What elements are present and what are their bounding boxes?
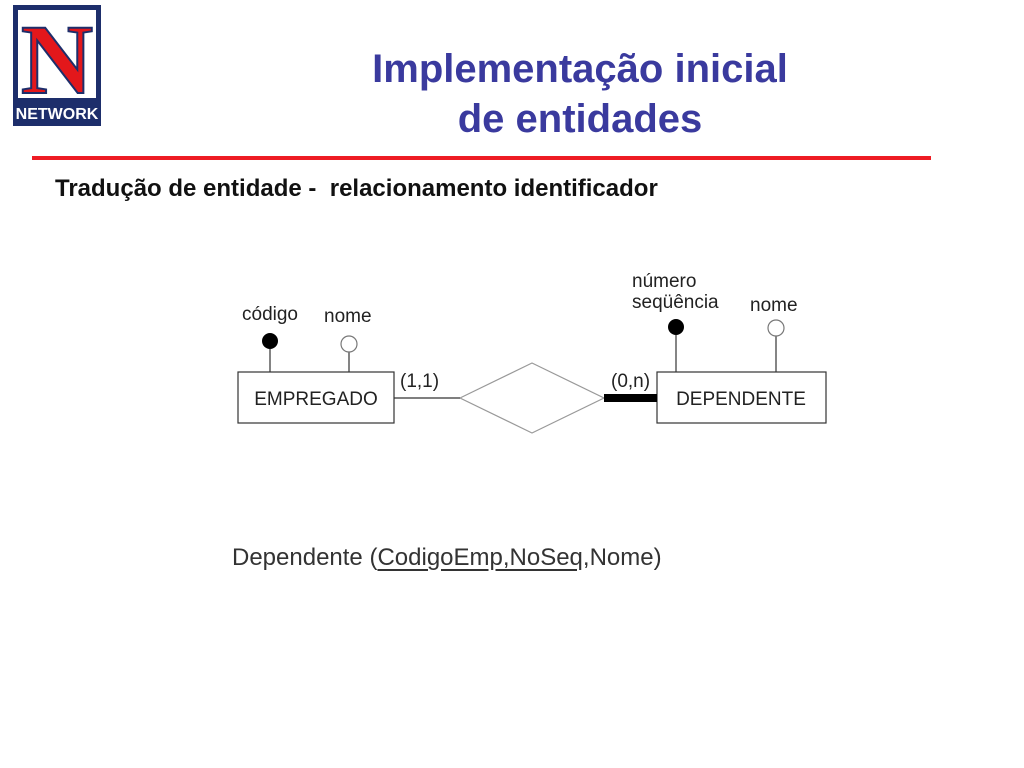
entity-dependente-box [656, 371, 827, 424]
attr-numero-seq-identifier-dot [668, 319, 684, 335]
network-logo: N NETWORK [13, 5, 101, 126]
attr-numero-seq-label-line-2: seqüência [632, 292, 719, 313]
title-line-1: Implementação inicial [372, 47, 788, 91]
attr-codigo-identifier-dot [262, 333, 278, 349]
attr-codigo-label: código [242, 304, 298, 325]
title-line-2: de entidades [457, 97, 703, 141]
slide-title: Implementação inicial de entidades [280, 44, 880, 144]
title-divider [32, 156, 931, 160]
schema-open: ( [362, 544, 378, 571]
attr-dependente-nome-dot [767, 319, 785, 337]
attr-numero-seq-label-line-1: número [632, 271, 696, 292]
schema-rest: ,Nome) [582, 544, 662, 571]
relational-schema: Dependente (CodigoEmp,NoSeq,Nome) [232, 544, 662, 572]
logo-inner [18, 10, 96, 98]
schema-relation-name: Dependente [232, 544, 363, 571]
attr-empregado-nome-label: nome [324, 306, 372, 327]
relationship-diamond [458, 362, 606, 434]
entity-dependente-label: DEPENDENTE [676, 389, 806, 410]
schema-primary-key: CodigoEmp,NoSeq [377, 544, 583, 571]
entity-empregado-label: EMPREGADO [254, 389, 378, 410]
cardinality-dependente: (0,n) [611, 371, 650, 392]
cardinality-empregado: (1,1) [400, 371, 439, 392]
attr-dependente-nome-label: nome [750, 295, 798, 316]
slide-subtitle: Tradução de entidade - relacionamento id… [55, 175, 658, 202]
attr-empregado-nome-dot [340, 335, 358, 353]
logo-letter: N [21, 5, 93, 115]
logo-word: NETWORK [16, 106, 99, 123]
